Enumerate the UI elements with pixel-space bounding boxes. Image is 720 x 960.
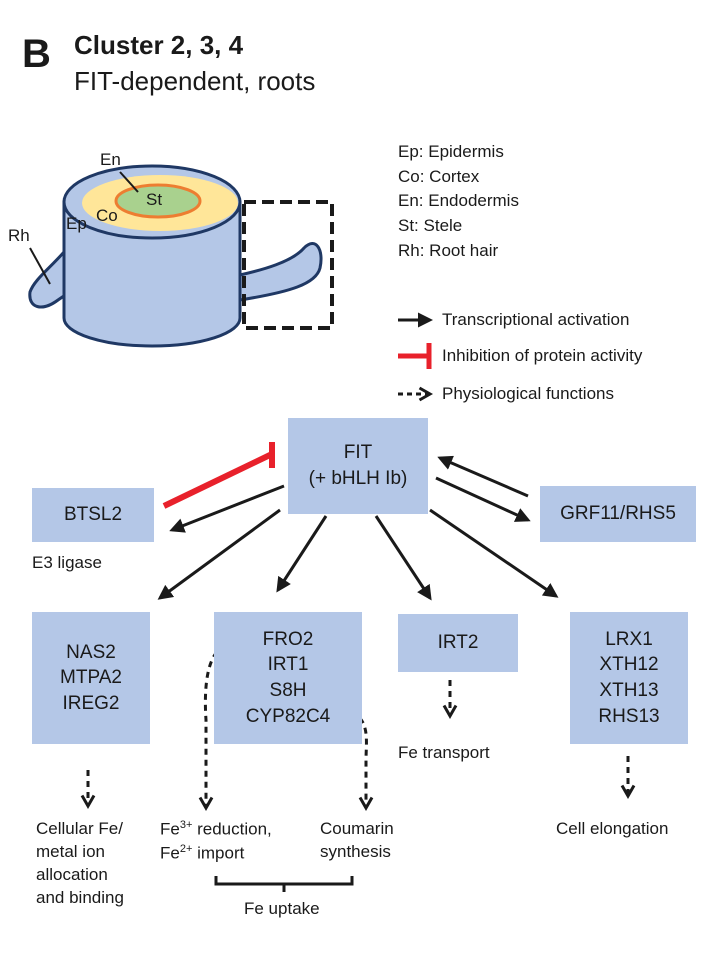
- node-grf11-label: GRF11/RHS5: [560, 503, 676, 525]
- panel-subtitle: FIT-dependent, roots: [74, 66, 316, 96]
- arrow-fit-nas: [157, 508, 281, 600]
- inhibition-line: [162, 451, 274, 509]
- node-grf11: GRF11/RHS5: [540, 486, 696, 542]
- label-rh: Rh: [8, 226, 30, 245]
- legend-abbr-ep: Ep: Epidermis: [398, 142, 504, 161]
- caption-coumarin: Coumarin synthesis: [320, 818, 394, 864]
- arrow-fit-irt2: [374, 515, 432, 601]
- arrow-grf11-fit: [437, 455, 529, 498]
- node-lrx-line2: XTH12: [599, 654, 659, 676]
- caption-cellular-line1: Cellular Fe/: [36, 819, 123, 838]
- node-fit-line2: (+ bHLH Ib): [308, 468, 408, 489]
- node-nas-line1: NAS2: [66, 641, 116, 663]
- node-btsl2-label: BTSL2: [63, 504, 123, 526]
- legend-inhibition-label: Inhibition of protein activity: [442, 346, 643, 365]
- legend-abbr-st: St: Stele: [398, 215, 463, 235]
- node-lrx-line4: RHS13: [598, 705, 660, 727]
- node-nas: NAS2 MTPA2 IREG2: [32, 612, 150, 744]
- node-lrx-line3: XTH13: [599, 680, 659, 701]
- node-lrx-line1: LRX1: [605, 628, 653, 650]
- label-en: En: [100, 150, 121, 169]
- caption-e3-ligase: E3 ligase: [32, 553, 102, 572]
- caption-cellular-line3: allocation: [36, 864, 108, 884]
- arrow-fit-grf11: [435, 476, 531, 522]
- legend-abbr-rh: Rh: Root hair: [398, 240, 499, 260]
- node-fit: FIT (+ bHLH Ib): [288, 418, 428, 514]
- label-ep: Ep: [66, 214, 87, 233]
- caption-cell-elongation: Cell elongation: [556, 819, 669, 838]
- legend-abbr-co: Co: Cortex: [398, 166, 480, 186]
- caption-coumarin-line2: synthesis: [320, 841, 391, 861]
- caption-fe-uptake: Fe uptake: [244, 899, 320, 918]
- node-fro-line1: FRO2: [262, 628, 314, 650]
- arrow-fro-reduction: [198, 644, 227, 812]
- caption-fe-transport: Fe transport: [398, 743, 490, 762]
- node-nas-line2: MTPA2: [60, 667, 122, 689]
- arrow-s8h-coumarin: [339, 708, 374, 812]
- caption-cellular-line4: and binding: [36, 887, 124, 907]
- panel-title: Cluster 2, 3, 4: [74, 30, 244, 60]
- arrow-fit-btsl2: [169, 484, 285, 533]
- caption-coumarin-line1: Coumarin: [320, 819, 394, 838]
- node-fit-line1: FIT: [343, 442, 373, 464]
- node-lrx: LRX1 XTH12 XTH13 RHS13: [570, 612, 688, 744]
- legend-activation-label: Transcriptional activation: [442, 310, 630, 329]
- arrow-fit-lrx: [429, 508, 559, 598]
- caption-cellular: Cellular Fe/ metal ion allocation and bi…: [36, 818, 124, 910]
- label-co: Co: [96, 206, 118, 225]
- node-fro: FRO2 IRT1 S8H CYP82C4: [214, 612, 362, 744]
- legend-physiological-label: Physiological functions: [442, 384, 614, 403]
- node-nas-line3: IREG2: [62, 692, 120, 714]
- label-st: St: [146, 190, 163, 209]
- node-irt2: IRT2: [398, 614, 518, 672]
- legend-abbr-en: En: Endodermis: [398, 191, 519, 211]
- fe-uptake-brace: [214, 876, 354, 886]
- caption-cellular-line2: metal ion: [36, 841, 105, 861]
- panel-letter: B: [22, 32, 51, 76]
- root-illustration: [28, 164, 334, 348]
- arrow-fit-fro: [276, 515, 328, 593]
- node-fro-line3: S8H: [269, 680, 307, 701]
- node-irt2-label: IRT2: [437, 632, 479, 654]
- node-btsl2: BTSL2: [32, 488, 154, 542]
- legend-abbreviations: Ep: Epidermis Co: Cortex En: Endodermis …: [398, 140, 519, 263]
- node-fro-line4: CYP82C4: [245, 705, 331, 727]
- caption-fe-reduction: Fe3+ reduction, Fe2+ import: [160, 819, 272, 863]
- node-fro-line2: IRT1: [267, 654, 309, 676]
